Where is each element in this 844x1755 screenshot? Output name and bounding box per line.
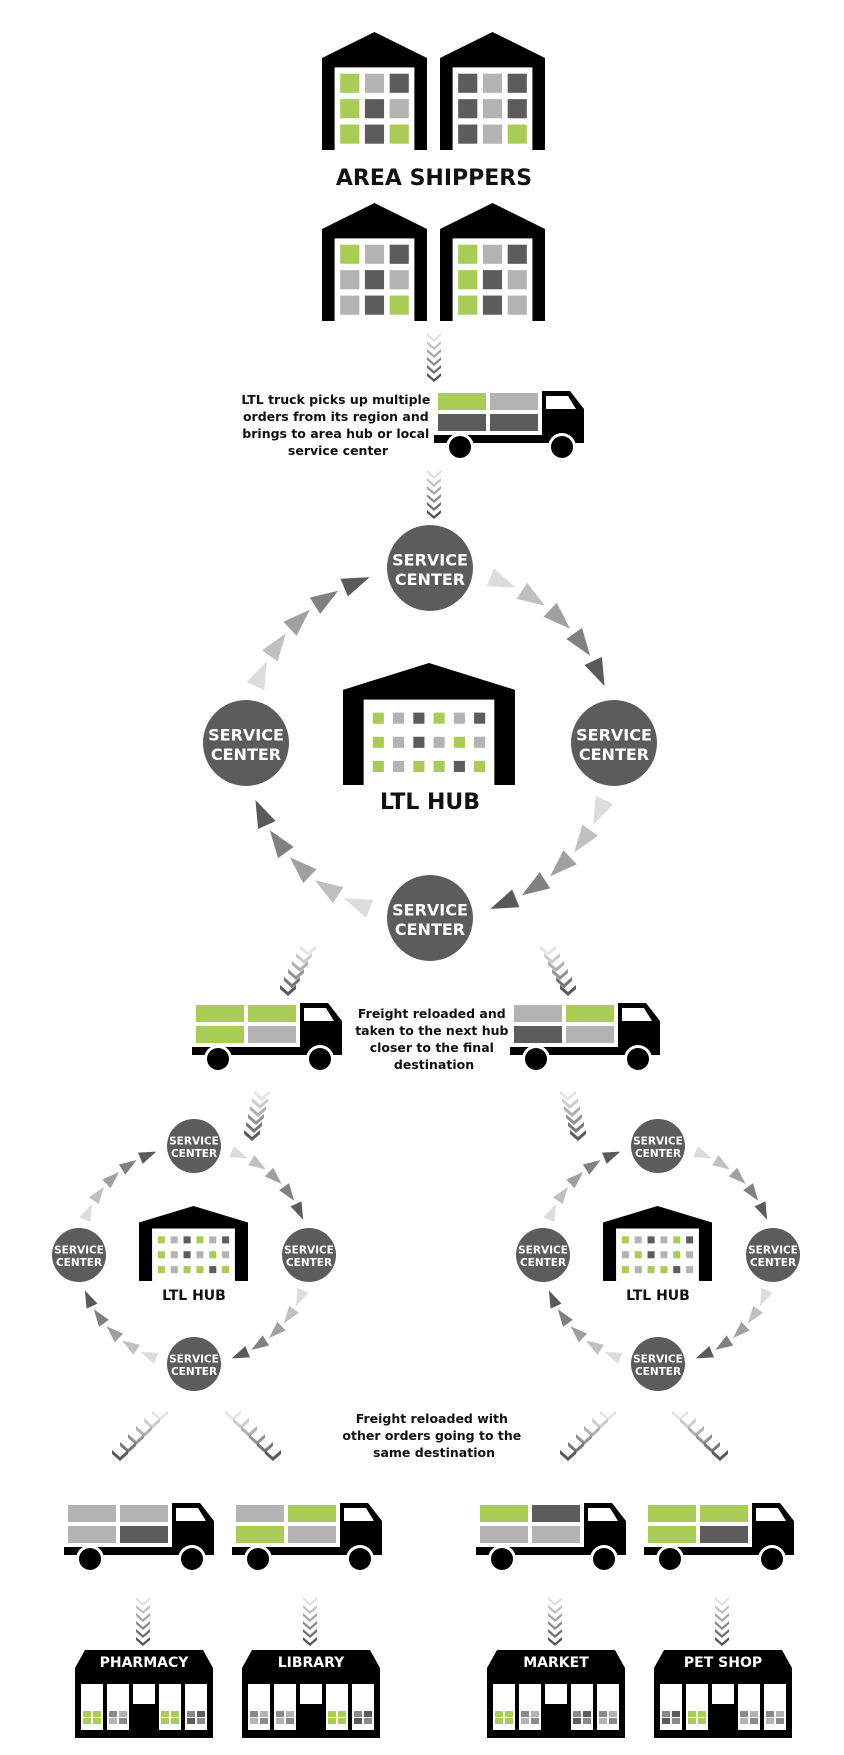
left-ltl-hub-label: LTL HUB	[162, 1288, 226, 1304]
service-center-label-line2: CENTER	[635, 1366, 681, 1378]
service-center-label-line1: SERVICE	[633, 1353, 683, 1365]
service-center-label-line2: CENTER	[579, 745, 649, 764]
down-left-arrows-icon	[280, 945, 316, 996]
delivery-truck-market-icon	[476, 1503, 626, 1573]
delivery-truck-pharmacy-icon	[64, 1503, 214, 1573]
pickup-caption: LTL truck picks up multiple orders from …	[241, 392, 434, 458]
ltl-hub-warehouse-icon	[343, 663, 515, 785]
left-ltl-hub-warehouse-icon	[139, 1206, 248, 1281]
ltl-hub-label: LTL HUB	[380, 790, 480, 815]
reload-same-destination-caption: Freight reloaded with other orders going…	[342, 1411, 525, 1460]
shipper-warehouse-icon	[440, 203, 545, 321]
service-center-label-line1: SERVICE	[208, 726, 284, 745]
shipper-warehouse-icon	[322, 203, 427, 321]
right-ltl-hub-warehouse-icon	[603, 1206, 712, 1281]
left-hub-ring: SERVICECENTERSERVICECENTERSERVICECENTERS…	[52, 1119, 336, 1391]
down-arrows-icon	[715, 1597, 729, 1646]
service-center-label-line1: SERVICE	[392, 901, 468, 920]
service-center-label-line1: SERVICE	[518, 1244, 568, 1256]
service-center-label-line1: SERVICE	[54, 1244, 104, 1256]
down-right-arrows-icon	[225, 1410, 281, 1461]
main-hub-ring: SERVICECENTERSERVICECENTERSERVICECENTERS…	[203, 525, 657, 961]
right-ltl-hub-label: LTL HUB	[626, 1288, 690, 1304]
pharmacy-store-icon: PHARMACY	[75, 1650, 213, 1738]
market-store-icon: MARKET	[487, 1650, 625, 1738]
service-center-label-line2: CENTER	[171, 1366, 217, 1378]
store-name: PHARMACY	[100, 1655, 190, 1671]
petshop-store-icon: PET SHOP	[654, 1650, 792, 1738]
shipper-warehouse-icon	[440, 32, 545, 150]
right-hub-ring: SERVICECENTERSERVICECENTERSERVICECENTERS…	[516, 1119, 800, 1391]
down-right-arrows-icon	[540, 945, 576, 996]
store-name: LIBRARY	[278, 1655, 345, 1671]
down-arrows-icon	[427, 333, 441, 382]
reload-next-hub-caption: Freight reloaded and taken to the next h…	[355, 1006, 513, 1072]
service-center-label-line1: SERVICE	[284, 1244, 334, 1256]
store-name: PET SHOP	[684, 1655, 762, 1671]
down-arrows-icon	[136, 1597, 150, 1646]
service-center-label-line1: SERVICE	[748, 1244, 798, 1256]
down-arrows-icon	[560, 1090, 586, 1141]
down-arrows-icon	[303, 1597, 317, 1646]
service-center-label-line2: CENTER	[286, 1257, 332, 1269]
store-name: MARKET	[523, 1655, 589, 1671]
down-arrows-icon	[548, 1597, 562, 1646]
service-center-label-line1: SERVICE	[576, 726, 652, 745]
pickup-truck-icon	[434, 391, 584, 461]
service-center-label-line2: CENTER	[395, 920, 465, 939]
delivery-truck-petshop-icon	[644, 1503, 794, 1573]
area-shippers-group: AREA SHIPPERS	[322, 32, 545, 321]
service-center-label-line1: SERVICE	[633, 1135, 683, 1147]
down-left-arrows-icon	[560, 1410, 616, 1461]
service-center-label-line2: CENTER	[211, 745, 281, 764]
service-center-label-line2: CENTER	[635, 1148, 681, 1160]
service-center-label-line2: CENTER	[520, 1257, 566, 1269]
library-store-icon: LIBRARY	[242, 1650, 380, 1738]
down-left-arrows-icon	[112, 1410, 168, 1461]
reload-truck-right-icon	[510, 1003, 660, 1073]
delivery-truck-library-icon	[232, 1503, 382, 1573]
reload-truck-left-icon	[192, 1003, 342, 1073]
area-shippers-label: AREA SHIPPERS	[336, 166, 532, 191]
down-arrows-icon	[427, 470, 441, 519]
service-center-label-line1: SERVICE	[169, 1135, 219, 1147]
down-arrows-icon	[244, 1090, 270, 1141]
shipper-warehouse-icon	[322, 32, 427, 150]
service-center-label-line2: CENTER	[171, 1148, 217, 1160]
service-center-label-line2: CENTER	[56, 1257, 102, 1269]
service-center-label-line1: SERVICE	[169, 1353, 219, 1365]
service-center-label-line2: CENTER	[395, 570, 465, 589]
down-right-arrows-icon	[672, 1410, 728, 1461]
service-center-label-line1: SERVICE	[392, 551, 468, 570]
service-center-label-line2: CENTER	[750, 1257, 796, 1269]
